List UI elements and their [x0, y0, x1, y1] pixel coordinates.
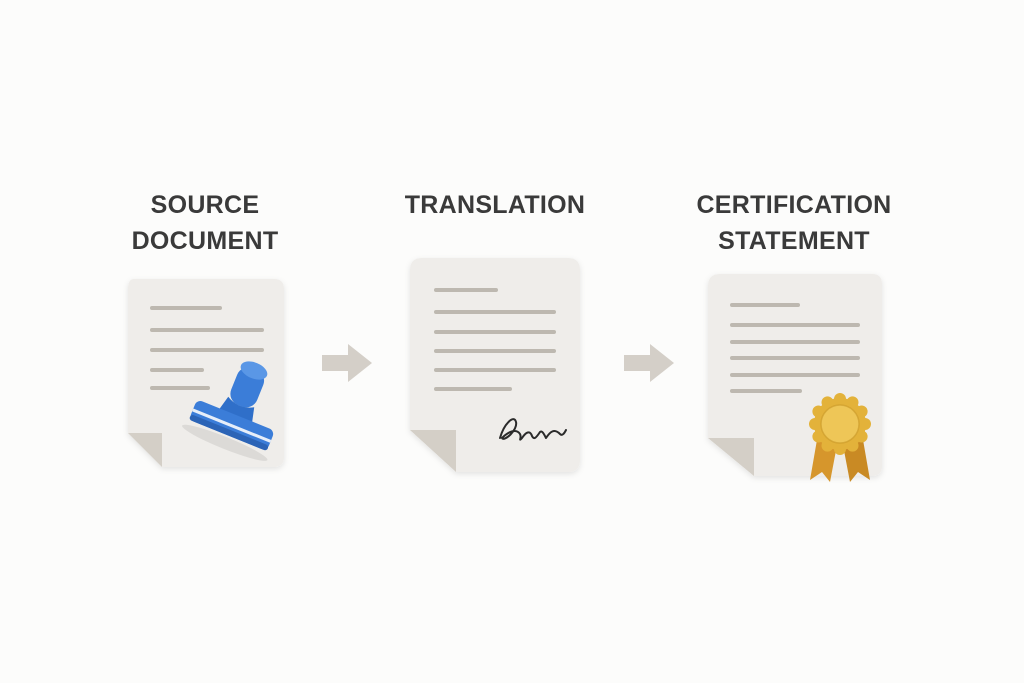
step-label-translation: TRANSLATION — [404, 191, 586, 219]
source-document-card — [120, 273, 290, 473]
flow-arrow-2 — [622, 340, 676, 391]
certification-document-card — [702, 268, 886, 486]
flow-arrow-1 — [320, 340, 374, 391]
arrow-right-icon — [322, 344, 372, 382]
step-label-source-document: SOURCE DOCUMENT — [131, 191, 279, 255]
translation-document-card — [404, 252, 584, 478]
arrow-right-icon — [624, 344, 674, 382]
award-seal-icon — [809, 393, 871, 482]
signature-icon — [499, 418, 567, 441]
translation-document-icon — [410, 258, 580, 472]
source-document-icon — [128, 279, 284, 467]
stamp-icon — [182, 361, 274, 461]
step-label-certification-statement: CERTIFICATION STATEMENT — [696, 191, 892, 255]
certification-document-icon — [708, 274, 882, 482]
